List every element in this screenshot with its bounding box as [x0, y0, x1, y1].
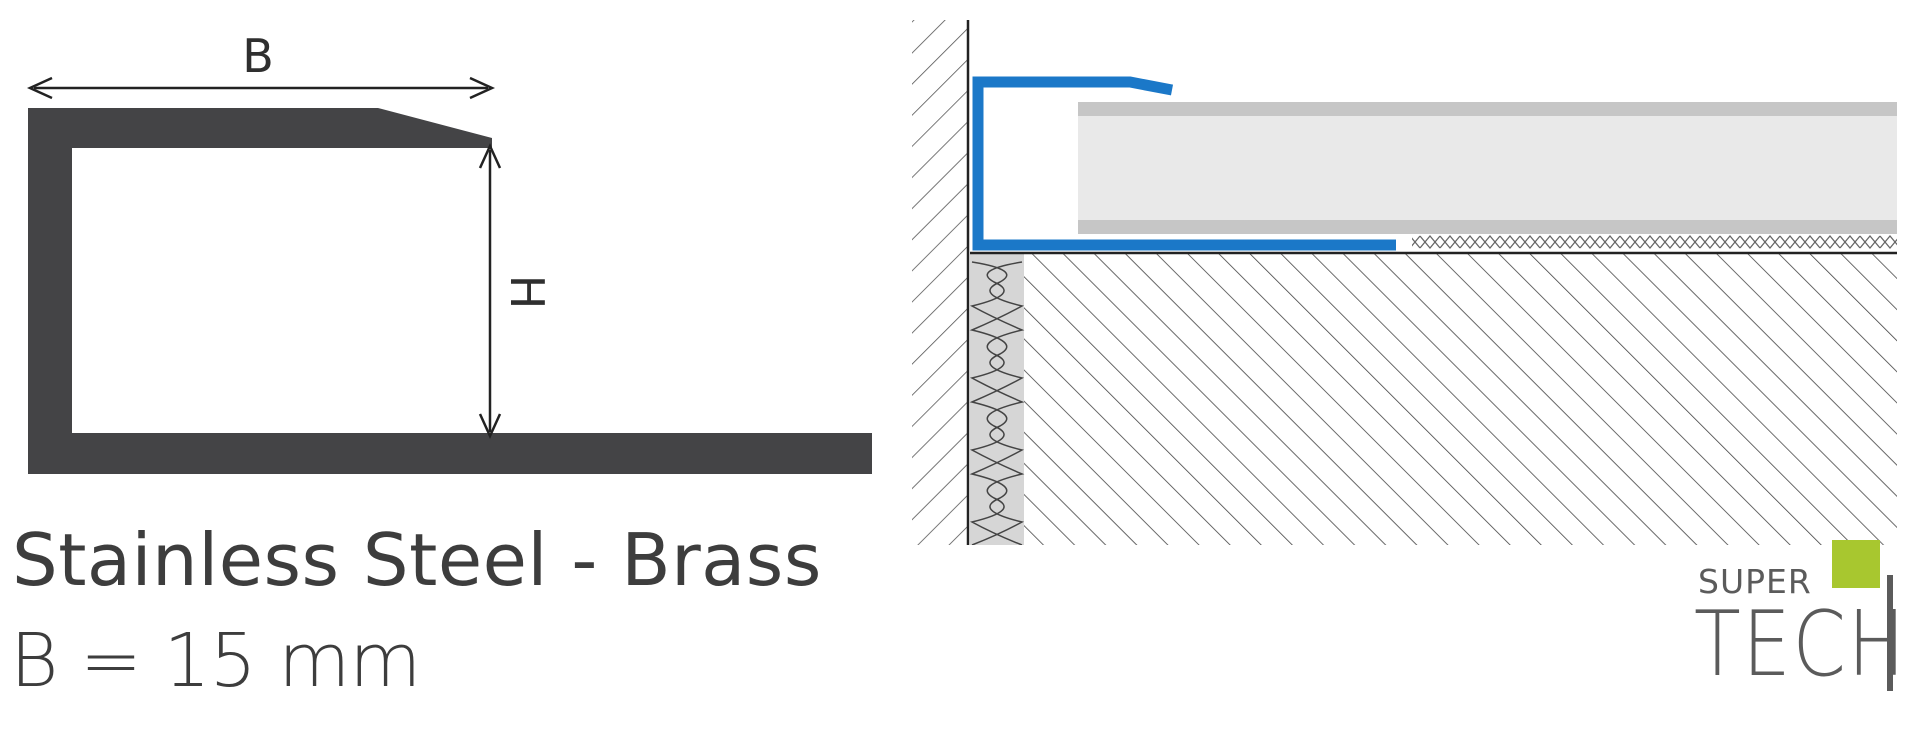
- logo-bar: [1887, 575, 1893, 691]
- height-dimension-arrow: [478, 142, 502, 440]
- logo-text-tech: TECH: [1694, 592, 1907, 697]
- floor-tile: [1078, 102, 1897, 234]
- logo-green-square: [1832, 540, 1880, 588]
- supertech-logo: SUPER TECH: [1690, 540, 1920, 700]
- wall-hatch: [912, 20, 968, 545]
- adhesive-bed: [1412, 232, 1897, 252]
- expansion-joint-foam: [969, 254, 1025, 545]
- installation-cross-section: [912, 20, 1897, 545]
- material-title: Stainless Steel - Brass: [12, 518, 822, 602]
- height-label: H: [500, 275, 554, 310]
- profile-size: B = 15 mm: [10, 618, 421, 704]
- profile-shape: [28, 108, 872, 474]
- logo-text-super: SUPER: [1698, 562, 1812, 601]
- installed-profile: [972, 76, 1396, 251]
- width-dimension-arrow: [26, 76, 496, 100]
- profile-cross-section: B H: [26, 29, 872, 474]
- width-label: B: [242, 29, 274, 83]
- floor-substrate-hatch: [1024, 254, 1897, 545]
